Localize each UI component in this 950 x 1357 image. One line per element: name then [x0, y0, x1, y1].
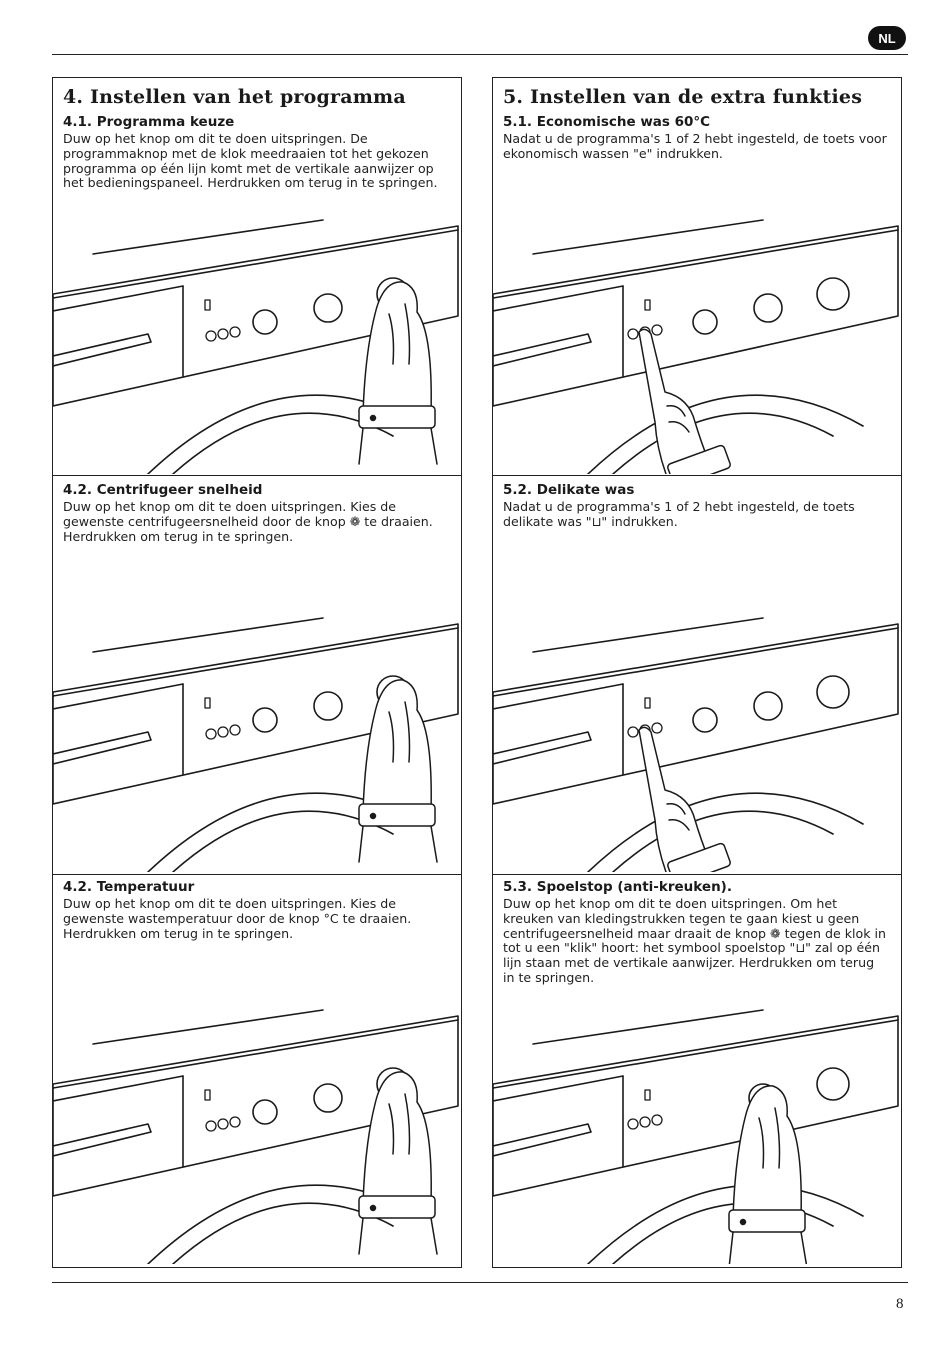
panel-divider: [53, 475, 461, 476]
subtitle-5-1: 5.1. Economische was 60°C: [503, 114, 711, 130]
text-4-3: Duw op het knop om dit te doen uitspring…: [63, 896, 412, 941]
left-column: 4. Instellen van het programma 4.1. Prog…: [52, 77, 462, 1268]
text-5-1: Nadat u de programma's 1 of 2 hebt inges…: [503, 131, 887, 161]
panel-divider: [493, 475, 901, 476]
panel-4-1-text: 4. Instellen van het programma 4.1. Prog…: [63, 86, 449, 191]
illustration-program-knob: [53, 219, 459, 474]
subtitle-4-1: 4.1. Programma keuze: [63, 114, 235, 130]
panel-5-1-text: 5. Instellen van de extra funkties 5.1. …: [503, 86, 889, 162]
subtitle-5-2: 5.2. Delikate was: [503, 482, 635, 498]
right-column: 5. Instellen van de extra funkties 5.1. …: [492, 77, 902, 1268]
illustration-delicate-button: [493, 617, 899, 872]
section-title-4: 4. Instellen van het programma: [63, 86, 406, 108]
panel-4-2-text: 4.2. Centrifugeer snelheid Duw op het kn…: [63, 482, 449, 544]
bottom-rule: [52, 1282, 908, 1283]
illustration-temperature-knob: [53, 1009, 459, 1264]
panel-divider: [493, 874, 901, 875]
text-5-3: Duw op het knop om dit te doen uitspring…: [503, 896, 887, 985]
language-badge: NL: [868, 26, 906, 50]
illustration-spin-knob: [53, 617, 459, 872]
subtitle-5-3: 5.3. Spoelstop (anti-kreuken).: [503, 879, 732, 895]
page-number: 8: [896, 1296, 904, 1312]
text-5-2: Nadat u de programma's 1 of 2 hebt inges…: [503, 499, 855, 529]
subtitle-4-2: 4.2. Centrifugeer snelheid: [63, 482, 263, 498]
section-title-5: 5. Instellen van de extra funkties: [503, 86, 863, 108]
panel-4-3-text: 4.2. Temperatuur Duw op het knop om dit …: [63, 879, 449, 941]
illustration-eco-button: [493, 219, 899, 474]
illustration-rinse-stop-knob: [493, 1009, 899, 1264]
top-rule: [52, 54, 908, 55]
panel-5-3-text: 5.3. Spoelstop (anti-kreuken). Duw op he…: [503, 879, 889, 986]
text-4-1: Duw op het knop om dit te doen uitspring…: [63, 131, 438, 191]
text-4-2: Duw op het knop om dit te doen uitspring…: [63, 499, 433, 544]
panel-5-2-text: 5.2. Delikate was Nadat u de programma's…: [503, 482, 889, 530]
panel-divider: [53, 874, 461, 875]
subtitle-4-3: 4.2. Temperatuur: [63, 879, 195, 895]
